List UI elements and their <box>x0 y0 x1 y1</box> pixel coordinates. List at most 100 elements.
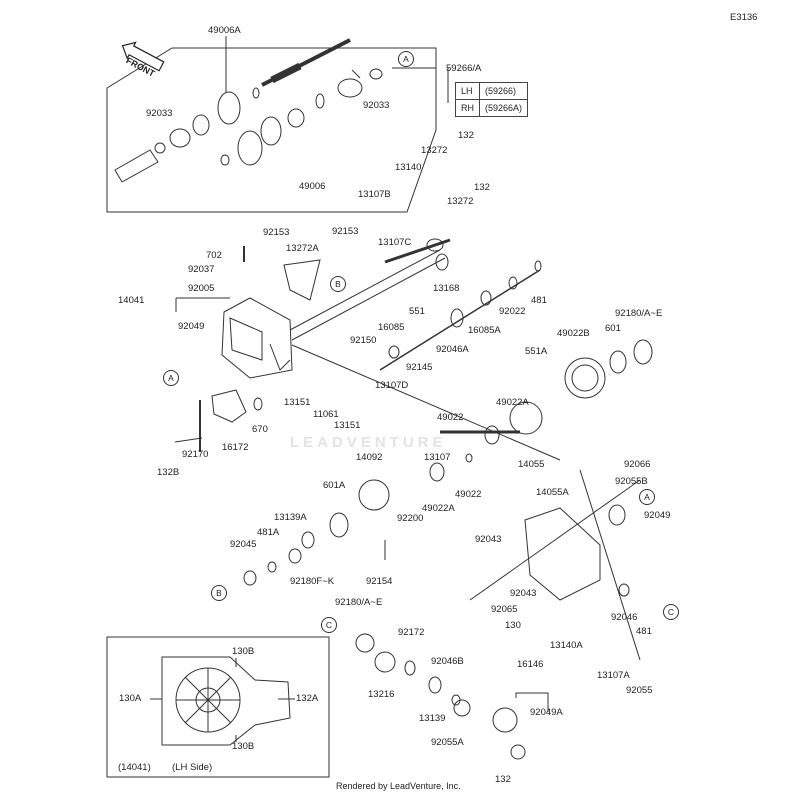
part-label[interactable]: 132 <box>474 182 490 193</box>
part-label[interactable]: 13107B <box>358 189 391 200</box>
part-label[interactable]: 92033 <box>146 108 173 119</box>
part-label[interactable]: 13139 <box>419 713 446 724</box>
part-label[interactable]: 13168 <box>433 283 460 294</box>
housing-side-view <box>161 656 291 746</box>
callout-a[interactable]: A <box>639 489 655 505</box>
part-label[interactable]: 16085A <box>468 325 501 336</box>
part-label[interactable]: 130 <box>505 620 521 631</box>
part-label[interactable]: 16172 <box>222 442 249 453</box>
part-label[interactable]: 132 <box>495 774 511 785</box>
drive-shaft-box <box>106 47 437 213</box>
part-label[interactable]: 16146 <box>517 659 544 670</box>
part-label[interactable]: 16085 <box>378 322 405 333</box>
part-label[interactable]: 13107C <box>378 237 412 248</box>
part-label[interactable]: 92043 <box>475 534 502 545</box>
callout-c[interactable]: C <box>321 617 337 633</box>
part-label[interactable]: 14055A <box>536 487 569 498</box>
part-label[interactable]: 13107A <box>597 670 630 681</box>
part-label[interactable]: 13216 <box>368 689 395 700</box>
part-label[interactable]: 92200 <box>397 513 424 524</box>
side-table: LH(59266) RH(59266A) <box>455 82 529 117</box>
part-label[interactable]: 14092 <box>356 452 383 463</box>
part-label[interactable]: 92037 <box>188 264 215 275</box>
part-label[interactable]: 92154 <box>366 576 393 587</box>
part-label[interactable]: 92045 <box>230 539 257 550</box>
part-label[interactable]: 49022A <box>422 503 455 514</box>
callout-c[interactable]: C <box>663 604 679 620</box>
part-label[interactable]: 49022A <box>496 397 529 408</box>
part-label[interactable]: 481A <box>257 527 280 538</box>
part-label[interactable]: 551A <box>525 346 548 357</box>
inset-assembly-label: (14041) <box>118 762 151 773</box>
part-label[interactable]: 92005 <box>188 283 215 294</box>
part-label[interactable]: 49006 <box>299 181 326 192</box>
part-label[interactable]: 702 <box>206 250 222 261</box>
part-label[interactable]: 13139A <box>274 512 307 523</box>
part-label[interactable]: 13272 <box>421 145 448 156</box>
inset-part-label[interactable]: 130B <box>232 741 255 752</box>
part-label[interactable]: 92022 <box>499 306 526 317</box>
part-label[interactable]: 481 <box>531 295 547 306</box>
part-label[interactable]: 92049 <box>178 321 205 332</box>
part-label[interactable]: 551 <box>409 306 425 317</box>
part-label[interactable]: 14041 <box>118 295 145 306</box>
ring-gear-49022B <box>564 357 606 399</box>
part-label[interactable]: 13140A <box>550 640 583 651</box>
part-label[interactable]: 14055 <box>518 459 545 470</box>
part-label[interactable]: 132 <box>458 130 474 141</box>
part-label[interactable]: 92055 <box>626 685 653 696</box>
part-label[interactable]: 49006A <box>208 25 241 36</box>
part-label[interactable]: 59266/A <box>446 63 482 74</box>
part-label[interactable]: 13107 <box>424 452 451 463</box>
part-label[interactable]: 132B <box>157 467 180 478</box>
part-label[interactable]: 481 <box>636 626 652 637</box>
callout-b[interactable]: B <box>211 585 227 601</box>
part-label[interactable]: 92180/A~E <box>335 597 383 608</box>
inset-part-label[interactable]: 132A <box>296 693 319 704</box>
housing-14055A <box>524 507 601 601</box>
part-label[interactable]: 92066 <box>624 459 651 470</box>
part-label[interactable]: 92172 <box>398 627 425 638</box>
part-label[interactable]: 670 <box>252 424 268 435</box>
part-label[interactable]: 92180/A~E <box>615 308 663 319</box>
callout-b[interactable]: B <box>330 276 346 292</box>
part-label[interactable]: 92043 <box>510 588 537 599</box>
part-label[interactable]: 92153 <box>263 227 290 238</box>
part-label[interactable]: 49022 <box>455 489 482 500</box>
front-arrow-icon <box>121 41 165 72</box>
part-label[interactable]: 92150 <box>350 335 377 346</box>
inset-part-label[interactable]: 130A <box>119 693 142 704</box>
credit-text: Rendered by LeadVenture, Inc. <box>336 781 461 791</box>
part-label[interactable]: 92055A <box>431 737 464 748</box>
part-label[interactable]: 13272 <box>447 196 474 207</box>
part-label[interactable]: 601A <box>323 480 346 491</box>
part-label[interactable]: 601 <box>605 323 621 334</box>
part-label[interactable]: 92046 <box>611 612 638 623</box>
part-cell[interactable]: (59266) <box>478 82 529 100</box>
part-label[interactable]: 92049A <box>530 707 563 718</box>
inset-frame <box>106 636 330 778</box>
part-label[interactable]: 13151 <box>284 397 311 408</box>
part-label[interactable]: 49022 <box>437 412 464 423</box>
part-label[interactable]: 13151 <box>334 420 361 431</box>
part-label[interactable]: 92046B <box>431 656 464 667</box>
part-label[interactable]: 92033 <box>363 100 390 111</box>
callout-a[interactable]: A <box>163 370 179 386</box>
part-label[interactable]: 92046A <box>436 344 469 355</box>
part-label[interactable]: 92153 <box>332 226 359 237</box>
part-label[interactable]: 92049 <box>644 510 671 521</box>
part-label[interactable]: 92055B <box>615 476 648 487</box>
inset-part-label[interactable]: 130B <box>232 646 255 657</box>
part-label[interactable]: 13107D <box>375 380 409 391</box>
part-label[interactable]: 13272A <box>286 243 319 254</box>
part-label[interactable]: 49022B <box>557 328 590 339</box>
part-label[interactable]: 92170 <box>182 449 209 460</box>
part-label[interactable]: 13140 <box>395 162 422 173</box>
callout-a[interactable]: A <box>398 51 414 67</box>
part-label[interactable]: 11061 <box>313 409 339 420</box>
part-cell[interactable]: (59266A) <box>478 99 529 117</box>
part-label[interactable]: 92180F~K <box>290 576 335 587</box>
part-label[interactable]: 92065 <box>491 604 518 615</box>
part-label[interactable]: 92145 <box>406 362 433 373</box>
diagram-id: E3136 <box>730 12 758 23</box>
